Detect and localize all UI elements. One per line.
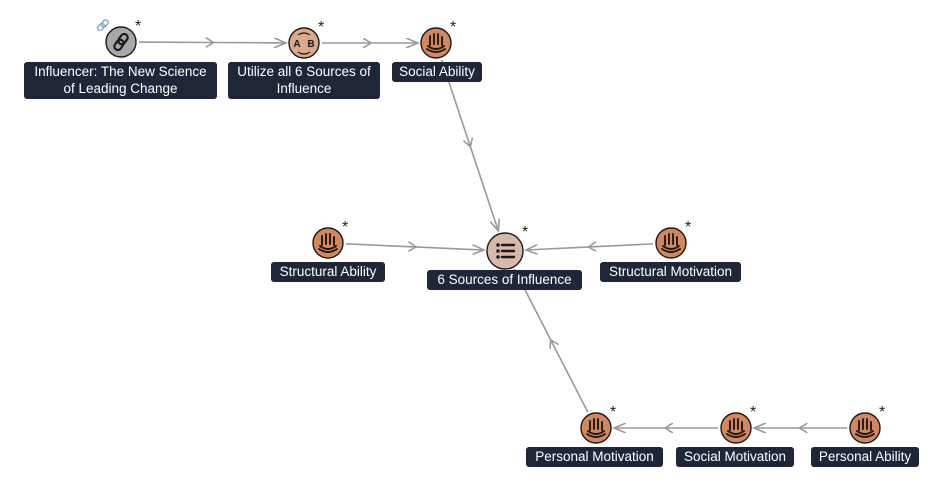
hand-icon[interactable] [655, 227, 687, 259]
asterisk-marker: * [135, 18, 142, 35]
hand-icon[interactable] [720, 412, 752, 444]
node-label-personal-ability[interactable]: Personal Ability [811, 447, 919, 467]
node-label-structural-motivation[interactable]: Structural Motivation [600, 262, 741, 282]
asterisk-marker: * [610, 404, 617, 421]
asterisk-marker: * [342, 219, 349, 236]
hand-icon[interactable] [580, 412, 612, 444]
node-label-structural-ability[interactable]: Structural Ability [271, 262, 385, 282]
edge-structural-ability-to-six-sources [345, 244, 484, 250]
svg-text:A: A [293, 39, 300, 50]
node-label-social-motivation[interactable]: Social Motivation [676, 447, 794, 467]
node-label-six-sources[interactable]: 6 Sources of Influence [427, 270, 582, 290]
asterisk-marker: * [685, 219, 692, 236]
asterisk-marker: * [450, 19, 457, 36]
asterisk-marker: * [522, 224, 529, 241]
node-label-utilize[interactable]: Utilize all 6 Sources of Influence [228, 62, 380, 99]
link-icon[interactable] [105, 26, 137, 58]
edge-influencer-book-to-utilize [138, 42, 286, 43]
asterisk-marker: * [879, 404, 886, 421]
attachment-icon: 🔗 [96, 20, 110, 32]
edge-structural-motivation-to-six-sources [526, 244, 654, 250]
edges-layer [138, 42, 847, 428]
hand-icon[interactable] [849, 412, 881, 444]
hand-icon[interactable] [312, 227, 344, 259]
svg-text:B: B [307, 39, 314, 50]
edge-social-ability-to-six-sources [440, 59, 499, 231]
list-icon[interactable] [486, 232, 524, 270]
asterisk-marker: * [750, 404, 757, 421]
edge-personal-motivation-to-six-sources [515, 270, 589, 413]
asterisk-marker: * [318, 19, 325, 36]
node-label-personal-motivation[interactable]: Personal Motivation [526, 447, 663, 467]
node-label-influencer-book[interactable]: Influencer: The New Science of Leading C… [24, 62, 217, 99]
node-label-social-ability[interactable]: Social Ability [392, 62, 482, 82]
hand-icon[interactable] [420, 27, 452, 59]
